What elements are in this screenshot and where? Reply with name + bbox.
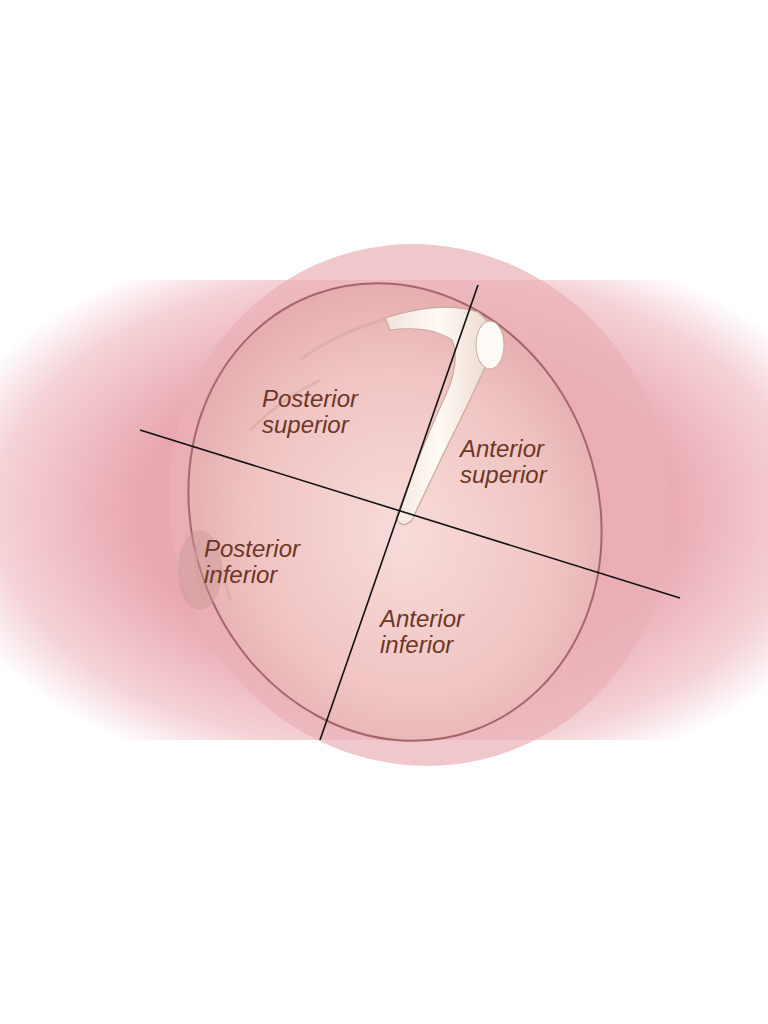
- quadrant-line: [320, 285, 478, 740]
- quadrant-label: Posterior inferior: [204, 536, 344, 588]
- lateral-process: [476, 321, 504, 369]
- quadrant-label: Anterior inferior: [380, 606, 520, 658]
- canal-rim: [101, 179, 738, 832]
- quadrant-label: Posterior superior: [262, 386, 402, 438]
- quadrant-line: [140, 430, 680, 598]
- tympanic-membrane: [125, 225, 665, 800]
- quadrant-label: Anterior superior: [460, 436, 600, 488]
